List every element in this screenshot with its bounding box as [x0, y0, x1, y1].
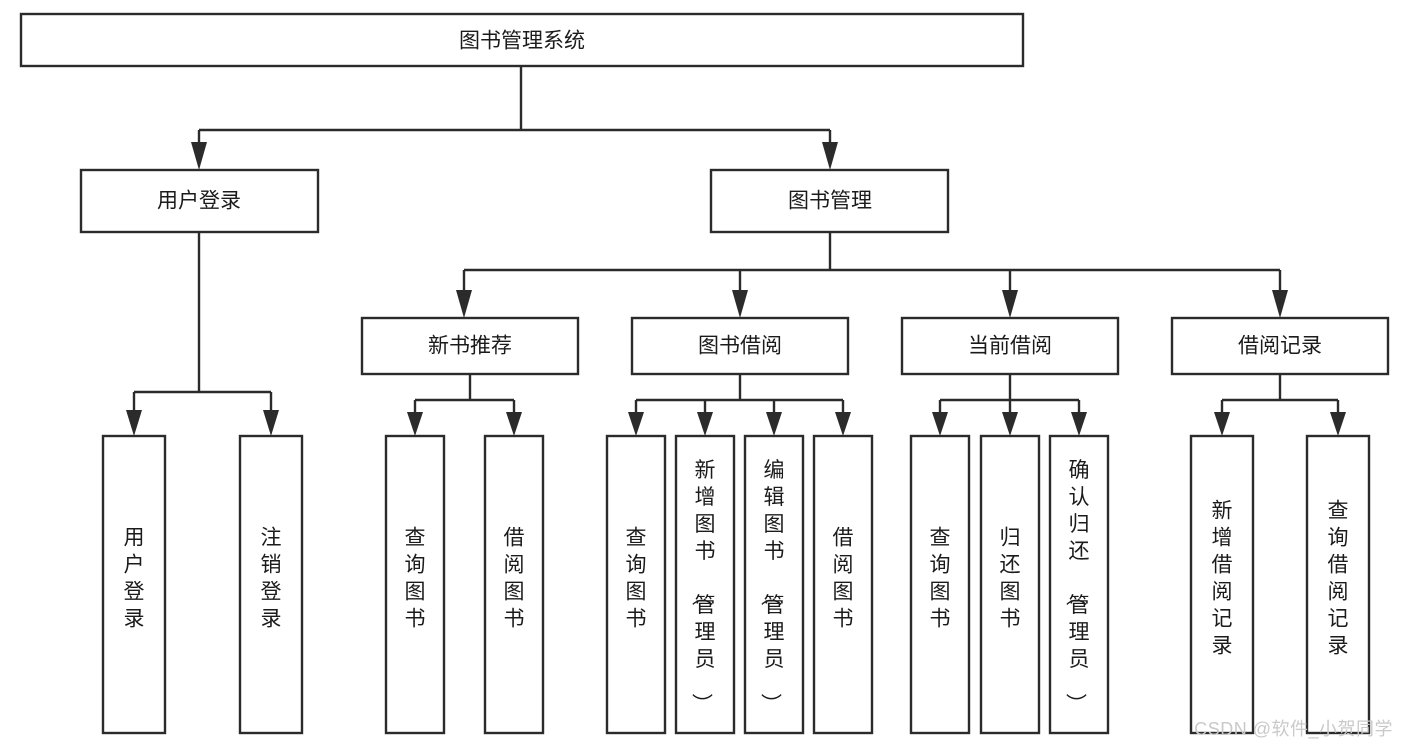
leaf-user-login-box	[101, 434, 167, 735]
arrow-cu-to-leaf-1	[932, 412, 948, 436]
node-user-login[interactable]: 用户登录	[79, 168, 320, 234]
node-book-manage[interactable]: 图书管理	[709, 168, 950, 234]
leaf-edit-book-admin-label: 编辑图书（管理员）	[759, 459, 785, 714]
leaf-node-return-book[interactable]: 归还图书	[979, 434, 1041, 735]
arrow-rc-to-leaf-2	[1330, 412, 1346, 436]
arrow-cu-to-leaf-3	[1071, 412, 1087, 436]
node-current-borrow-label: 当前借阅	[968, 335, 1052, 358]
arrow-br-to-leaf-2	[697, 412, 713, 436]
leaf-node-confirm-return-admin[interactable]: 确认归还（管理员）	[1048, 434, 1110, 735]
arrow-rc-to-leaf-1	[1214, 412, 1230, 436]
node-book-manage-label: 图书管理	[788, 190, 872, 213]
leaf-node-user-login[interactable]: 用户登录	[101, 434, 167, 735]
node-user-login-box	[79, 168, 320, 234]
node-borrow-record[interactable]: 借阅记录	[1170, 316, 1390, 376]
arrow-ul-to-leaf-1	[126, 410, 142, 436]
leaf-query-book-cu-label: 查询图书	[930, 527, 951, 631]
node-book-manage-box	[709, 168, 950, 234]
leaf-borrow-book-nb-label: 借阅图书	[504, 527, 525, 631]
arrow-bm-to-record	[1272, 290, 1288, 318]
leaf-edit-book-admin-box	[743, 434, 805, 735]
leaf-borrow-book-br-box	[812, 434, 874, 735]
arrow-br-to-leaf-4	[835, 412, 851, 436]
leaf-query-book-nb-label: 查询图书	[405, 527, 426, 631]
leaf-node-add-borrow-record[interactable]: 新增借阅记录	[1189, 434, 1255, 735]
node-borrow-record-box	[1170, 316, 1390, 376]
leaf-logout-box	[238, 434, 304, 735]
leaf-node-query-book-nb[interactable]: 查询图书	[384, 434, 446, 735]
arrow-nb-to-leaf-1	[407, 412, 423, 436]
leaf-borrow-book-nb-box	[483, 434, 545, 735]
leaf-node-logout[interactable]: 注销登录	[238, 434, 304, 735]
csdn-watermark: CSDN @软件_小贺同学	[1194, 719, 1393, 739]
node-root-label: 图书管理系统	[459, 30, 585, 53]
leaf-query-book-nb-box	[384, 434, 446, 735]
leaf-return-book-box	[979, 434, 1041, 735]
connector-group-current	[932, 374, 1087, 436]
connector-group-user-login	[126, 232, 279, 436]
leaf-return-book-label: 归还图书	[1000, 527, 1021, 631]
arrow-cu-to-leaf-2	[1002, 412, 1018, 436]
leaf-logout-label: 注销登录	[261, 527, 282, 631]
leaf-node-query-borrow-record[interactable]: 查询借阅记录	[1305, 434, 1371, 735]
node-book-borrow-box	[630, 316, 850, 376]
connector-group-root	[191, 66, 838, 170]
arrow-br-to-leaf-1	[628, 412, 644, 436]
leaf-query-borrow-record-box	[1305, 434, 1371, 735]
leaf-node-borrow-book-br[interactable]: 借阅图书	[812, 434, 874, 735]
arrow-bm-to-new-book	[456, 290, 472, 318]
leaf-borrow-book-br-label: 借阅图书	[833, 527, 854, 631]
leaf-node-borrow-book-nb[interactable]: 借阅图书	[483, 434, 545, 735]
connector-group-book-manage	[456, 232, 1288, 318]
leaf-add-book-admin-label: 新增图书（管理员）	[690, 459, 716, 714]
leaf-query-book-br-box	[605, 434, 667, 735]
arrow-root-to-user-login	[191, 142, 207, 170]
connector-group-new-book	[407, 374, 522, 436]
node-root-system[interactable]: 图书管理系统	[19, 12, 1025, 68]
leaf-query-borrow-record-label: 查询借阅记录	[1328, 500, 1349, 658]
leaf-query-book-br-label: 查询图书	[626, 527, 647, 631]
leaf-node-query-book-br[interactable]: 查询图书	[605, 434, 667, 735]
leaf-query-book-cu-box	[909, 434, 971, 735]
arrow-ul-to-leaf-2	[263, 410, 279, 436]
leaf-node-add-book-admin[interactable]: 新增图书（管理员）	[674, 434, 736, 735]
leaf-node-query-book-cu[interactable]: 查询图书	[909, 434, 971, 735]
arrow-nb-to-leaf-2	[506, 412, 522, 436]
leaf-confirm-return-admin-label: 确认归还（管理员）	[1064, 459, 1090, 714]
connector-group-borrow	[628, 374, 851, 436]
node-current-borrow-box	[900, 316, 1120, 376]
node-user-login-label: 用户登录	[157, 190, 241, 213]
node-book-borrow-label: 图书借阅	[698, 335, 782, 358]
arrow-br-to-leaf-3	[766, 412, 782, 436]
node-root-box	[19, 12, 1025, 68]
arrow-bm-to-current	[1002, 290, 1018, 318]
leaf-add-borrow-record-box	[1189, 434, 1255, 735]
node-new-book-recommend[interactable]: 新书推荐	[360, 316, 580, 376]
connector-group-record	[1214, 374, 1346, 436]
node-current-borrow[interactable]: 当前借阅	[900, 316, 1120, 376]
node-book-borrow[interactable]: 图书借阅	[630, 316, 850, 376]
leaf-node-edit-book-admin[interactable]: 编辑图书（管理员）	[743, 434, 805, 735]
leaf-add-borrow-record-label: 新增借阅记录	[1212, 500, 1233, 658]
leaf-add-book-admin-box	[674, 434, 736, 735]
leaf-user-login-label: 用户登录	[124, 527, 145, 631]
node-new-book-recommend-box	[360, 316, 580, 376]
node-new-book-recommend-label: 新书推荐	[428, 335, 512, 358]
arrow-root-to-book-manage	[822, 142, 838, 170]
node-borrow-record-label: 借阅记录	[1238, 335, 1322, 358]
arrow-bm-to-borrow	[732, 290, 748, 318]
leaf-confirm-return-admin-box	[1048, 434, 1110, 735]
